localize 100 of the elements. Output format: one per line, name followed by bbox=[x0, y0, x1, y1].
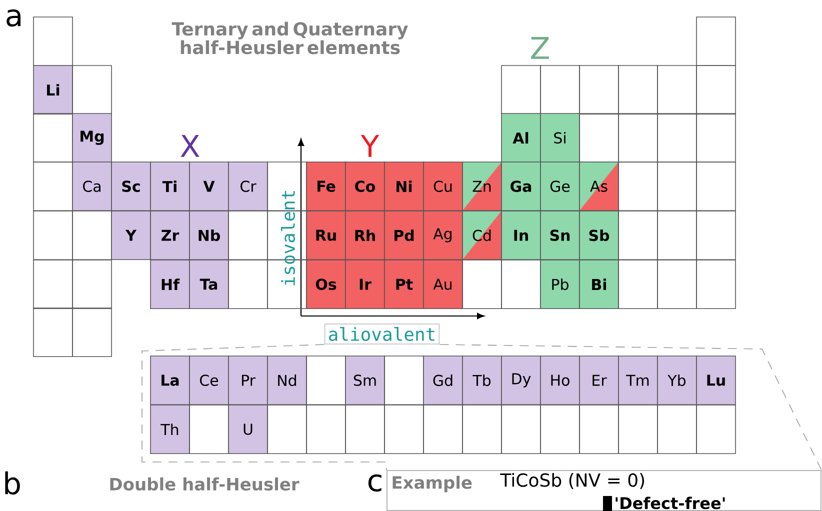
empty-cell bbox=[72, 308, 112, 357]
panel-letter: c bbox=[368, 474, 382, 492]
element-cell: Nb bbox=[189, 210, 229, 260]
empty-cell bbox=[657, 65, 697, 114]
node-label: Ir bbox=[360, 278, 372, 290]
element-cell: Hf bbox=[150, 260, 190, 309]
element-cell: Al bbox=[501, 113, 541, 162]
node-label: Sn bbox=[550, 230, 570, 241]
element-cell: Ce bbox=[189, 356, 229, 405]
node-label: Pd bbox=[394, 230, 414, 242]
element-cell: Ag bbox=[423, 210, 463, 260]
empty-cell bbox=[696, 113, 736, 162]
axis-label: isovalent bbox=[281, 191, 296, 286]
empty-cell bbox=[618, 162, 658, 211]
group-letter: X bbox=[180, 135, 200, 157]
element-cell: Si bbox=[540, 113, 580, 162]
element-cell: Y bbox=[111, 210, 151, 260]
group-letter: Y bbox=[360, 135, 380, 157]
node-label: Ga bbox=[510, 180, 532, 192]
empty-cell bbox=[618, 210, 658, 260]
axis-label-box: aliovalent bbox=[324, 323, 440, 344]
element-cell: Ga bbox=[501, 162, 541, 211]
empty-cell bbox=[33, 162, 73, 211]
element-cell: Tb bbox=[462, 356, 502, 405]
element-cell: Gd bbox=[423, 356, 463, 405]
element-cell: Lu bbox=[696, 356, 736, 405]
node-label: Nb bbox=[198, 230, 220, 242]
element-cell: Os bbox=[306, 260, 346, 309]
node-label: Al bbox=[512, 132, 528, 144]
element-cell: Li bbox=[33, 65, 73, 114]
panel-heading: Ternary and Quaternary half-Heusler elements bbox=[172, 22, 408, 54]
element-cell: Au bbox=[423, 260, 463, 309]
element-cell: Yb bbox=[657, 356, 697, 405]
node-label: Ru bbox=[316, 230, 336, 241]
empty-cell bbox=[228, 260, 268, 309]
panel-letter: b bbox=[5, 471, 20, 495]
element-cell: U bbox=[228, 404, 268, 454]
element-cell: Ni bbox=[384, 162, 424, 211]
node-label: Pb bbox=[552, 278, 568, 290]
element-cell: Pr bbox=[228, 356, 268, 405]
empty-cell bbox=[306, 404, 346, 454]
element-cell: Cd bbox=[462, 210, 502, 260]
element-cell: Zn bbox=[462, 162, 502, 211]
zoom-line bbox=[142, 344, 387, 470]
element-cell: Sb bbox=[579, 210, 619, 260]
zoom-line bbox=[439, 344, 822, 470]
element-cell: Pt bbox=[384, 260, 424, 309]
element-cell: V bbox=[189, 162, 229, 211]
empty-cell bbox=[657, 210, 697, 260]
panel-heading: Double half-Heusler bbox=[110, 477, 300, 491]
empty-cell bbox=[657, 113, 697, 162]
node-label: Ta bbox=[200, 278, 218, 290]
node-label: Ag bbox=[433, 228, 452, 242]
element-cell: Sc bbox=[111, 162, 151, 211]
empty-cell bbox=[696, 162, 736, 211]
element-cell: Pb bbox=[540, 260, 580, 309]
group-letter: Z bbox=[531, 37, 549, 59]
node-label: Mg bbox=[80, 130, 104, 145]
empty-cell bbox=[618, 113, 658, 162]
empty-cell bbox=[384, 404, 424, 454]
empty-cell bbox=[618, 65, 658, 114]
empty-cell bbox=[696, 65, 736, 114]
element-cell: Rh bbox=[345, 210, 385, 260]
example-panel: Example TiCoSb (NV = 0) 'Defect-free' bbox=[386, 470, 822, 511]
node-label: Os bbox=[316, 278, 336, 290]
element-cell: Bi bbox=[579, 260, 619, 309]
node-label: Si bbox=[554, 132, 566, 144]
empty-cell bbox=[33, 210, 73, 260]
empty-cell bbox=[618, 260, 658, 309]
empty-cell bbox=[696, 210, 736, 260]
empty-cell bbox=[306, 356, 346, 405]
empty-cell bbox=[384, 356, 424, 405]
node-label: U bbox=[244, 424, 252, 435]
empty-cell bbox=[33, 308, 73, 357]
element-cell: In bbox=[501, 210, 541, 260]
empty-cell bbox=[579, 65, 619, 114]
node-label: Bi bbox=[592, 278, 606, 290]
node-label: Ge bbox=[550, 180, 570, 192]
node-label: Zr bbox=[162, 230, 180, 241]
element-cell: Mg bbox=[72, 113, 112, 162]
empty-cell bbox=[696, 16, 736, 66]
element-cell: Zr bbox=[150, 210, 190, 260]
element-cell: Ho bbox=[540, 356, 580, 405]
empty-cell bbox=[72, 260, 112, 309]
element-cell: Pd bbox=[384, 210, 424, 260]
element-cell: Ti bbox=[150, 162, 190, 211]
empty-cell bbox=[696, 260, 736, 309]
node-label: Ca bbox=[83, 180, 100, 192]
node-label: Au bbox=[433, 278, 452, 290]
node-label: Y bbox=[125, 230, 137, 241]
element-cell: Ta bbox=[189, 260, 229, 309]
element-cell: Ru bbox=[306, 210, 346, 260]
node-label: In bbox=[514, 230, 528, 241]
empty-cell bbox=[33, 260, 73, 309]
element-cell: Dy bbox=[501, 356, 541, 405]
element-cell: Ge bbox=[540, 162, 580, 211]
element-cell: As bbox=[579, 162, 619, 211]
element-cell: Ca bbox=[72, 162, 112, 211]
element-cell: Sm bbox=[345, 356, 385, 405]
element-cell: Co bbox=[345, 162, 385, 211]
